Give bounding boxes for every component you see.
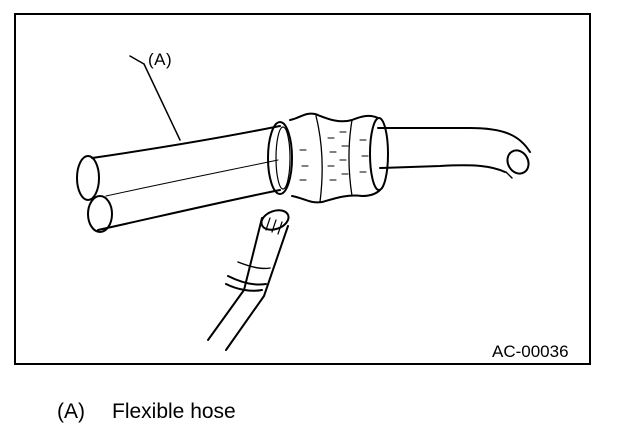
callout-label-a: (A) [148,50,173,69]
legend-key-a: (A) [57,400,85,423]
protective-boot [289,112,389,204]
callout-leader [129,55,181,141]
hose-clamp [267,121,293,195]
legend-text-a: Flexible hose [112,400,236,423]
figure-frame [14,13,591,365]
tool [207,209,290,351]
pipe [377,127,531,179]
figure-code: AC-00036 [492,342,569,361]
flexible-hose [76,125,281,233]
legend: (A) Flexible hose [57,400,236,424]
